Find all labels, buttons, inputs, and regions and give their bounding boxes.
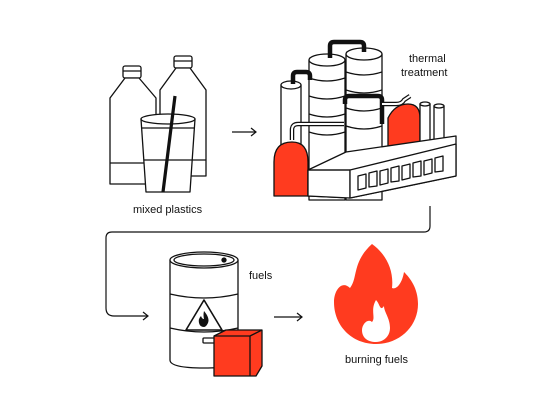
burning-fuels-label: burning fuels — [345, 354, 408, 366]
arrow-right-icon — [274, 312, 303, 322]
fuel-barrel-icon — [169, 251, 263, 377]
thermal-treatment-label: thermal treatment — [401, 52, 447, 80]
plastic-bottles-icon — [109, 55, 207, 193]
flame-hazard-icon — [185, 299, 223, 331]
flow-connector — [105, 206, 431, 321]
thermal-label-line2: treatment — [401, 67, 448, 79]
fire-icon — [334, 244, 418, 344]
mixed-plastics-label: mixed plastics — [133, 204, 203, 216]
thermal-label-line1: thermal — [409, 53, 446, 65]
fuels-label: fuels — [249, 270, 273, 282]
reactor-plant-icon — [273, 39, 457, 201]
arrow-right-icon — [232, 127, 257, 137]
